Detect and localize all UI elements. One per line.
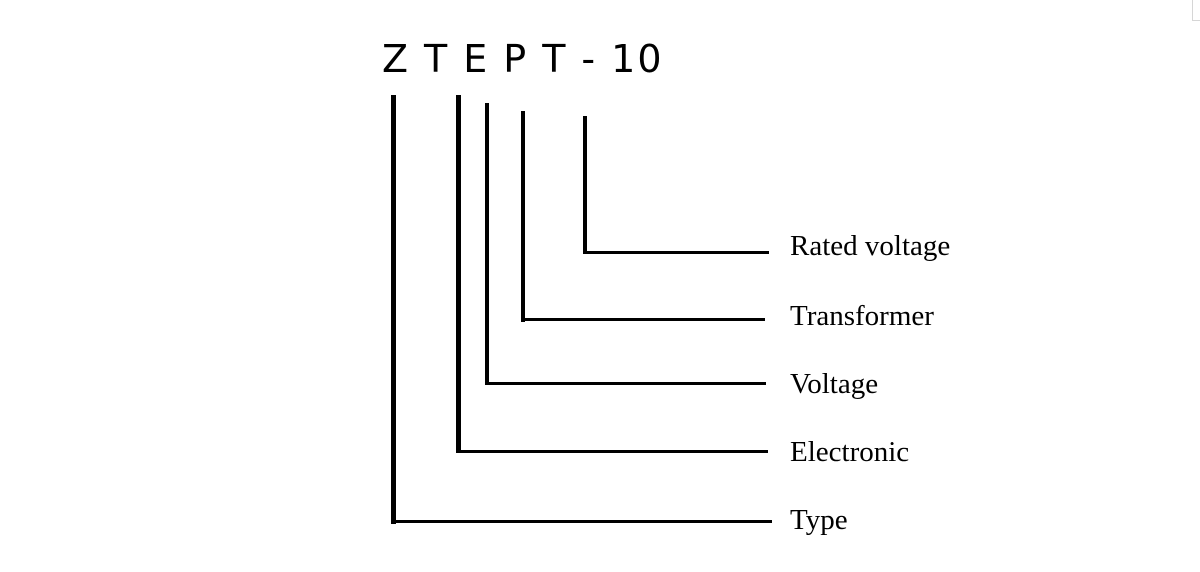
code-char-e: E xyxy=(463,37,490,81)
label-type: Type xyxy=(790,504,848,536)
code-char-t2: T xyxy=(542,37,568,81)
code-char-z: Z xyxy=(382,37,411,81)
transformer-vertical-line xyxy=(521,111,525,322)
code-char-10: 10 xyxy=(611,37,664,81)
code-char-p: P xyxy=(503,37,529,81)
transformer-horizontal-line xyxy=(521,318,765,321)
label-rated-voltage: Rated voltage xyxy=(790,230,951,262)
code-char-t: T xyxy=(424,37,450,81)
label-transformer: Transformer xyxy=(790,300,934,332)
type-vertical-line xyxy=(391,95,396,524)
voltage-vertical-line xyxy=(485,103,489,385)
rated-voltage-vertical-line xyxy=(583,116,587,254)
label-voltage: Voltage xyxy=(790,368,879,400)
corner-mark xyxy=(1192,0,1200,21)
voltage-horizontal-line xyxy=(485,382,766,385)
rated-voltage-horizontal-line xyxy=(583,251,769,254)
type-horizontal-line xyxy=(391,520,772,523)
electronic-horizontal-line xyxy=(456,450,768,453)
code-char-dash: - xyxy=(581,37,598,81)
label-electronic: Electronic xyxy=(790,436,910,468)
electronic-vertical-line xyxy=(456,95,461,453)
